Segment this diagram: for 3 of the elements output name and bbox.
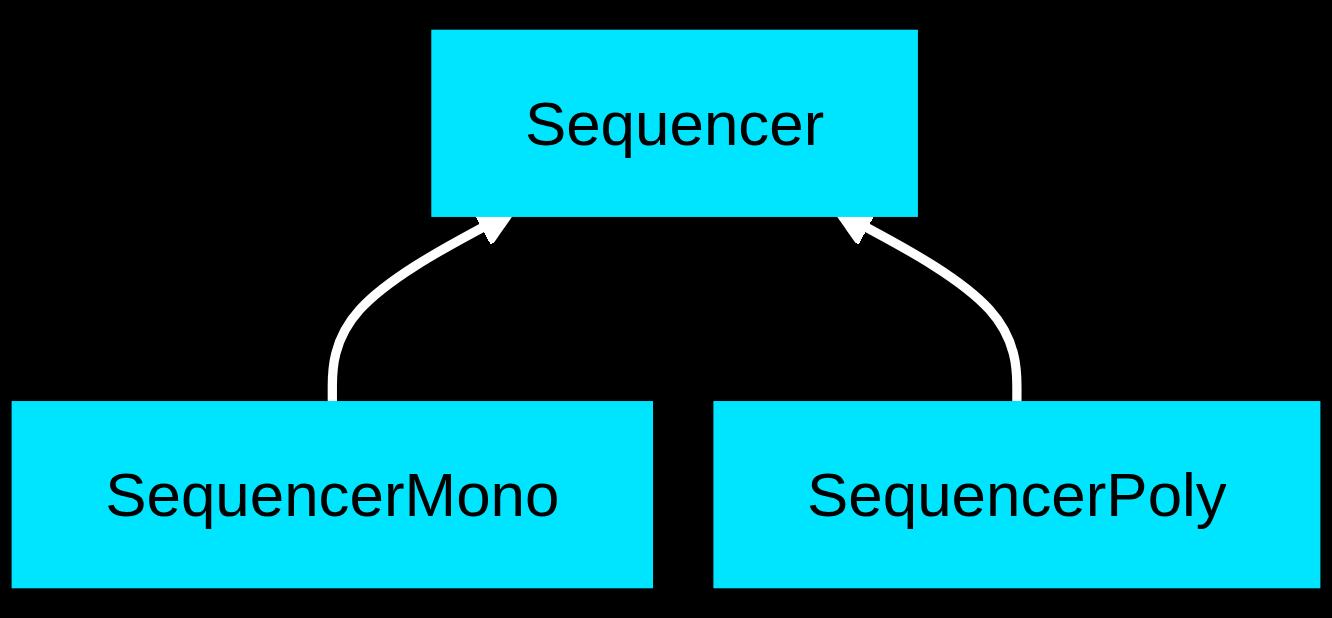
node-box: Sequencer [431,29,918,217]
node-box: SequencerPoly [713,401,1321,589]
node-box: SequencerMono [11,401,654,589]
